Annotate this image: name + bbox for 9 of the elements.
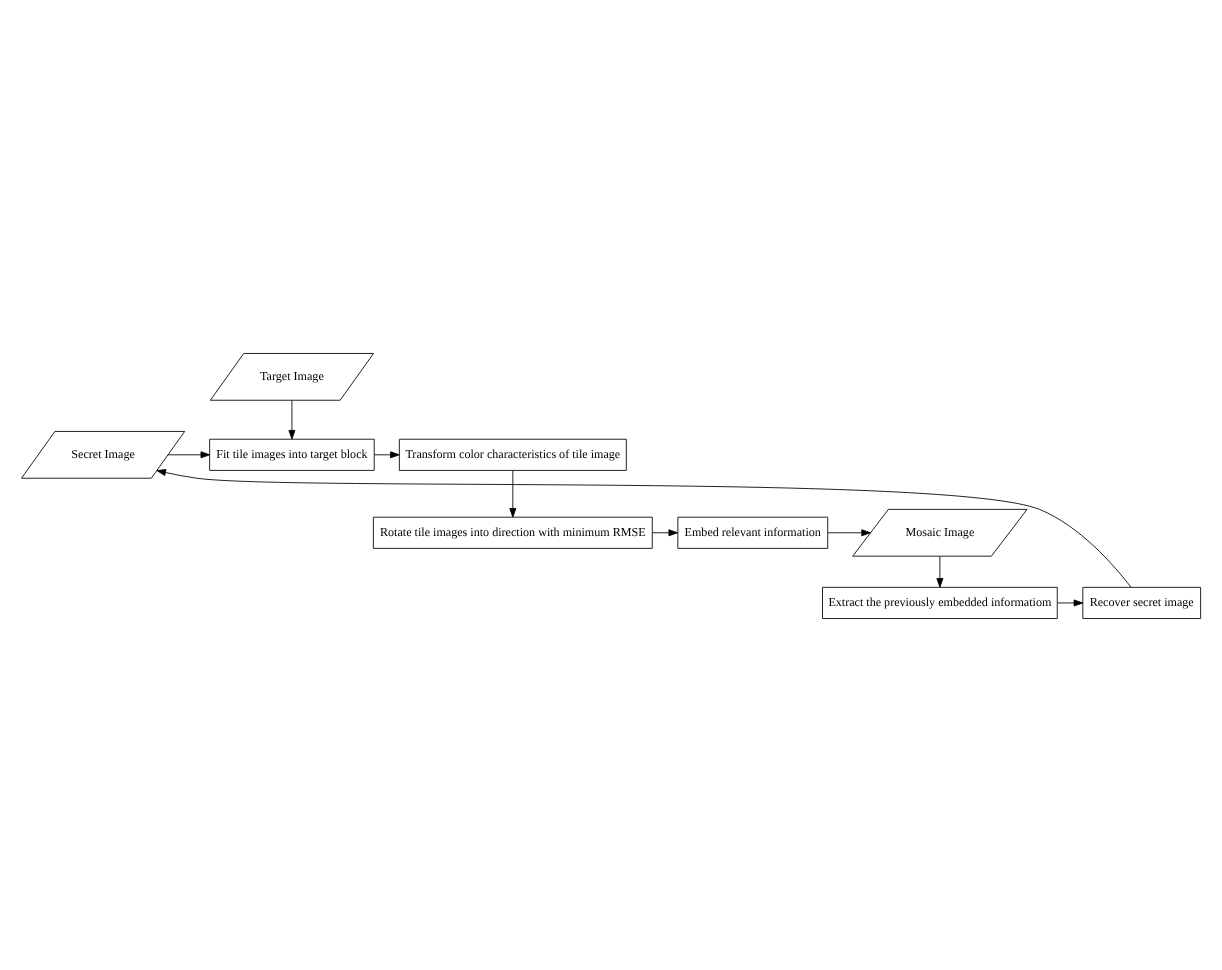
arrow [167, 450, 211, 458]
arrow [288, 399, 296, 439]
arrow [827, 528, 871, 536]
arrow [509, 469, 517, 517]
arrow [1056, 598, 1084, 606]
arrow [156, 468, 1132, 587]
arrow [936, 555, 944, 587]
arrow [652, 528, 678, 536]
arrow [373, 450, 400, 458]
